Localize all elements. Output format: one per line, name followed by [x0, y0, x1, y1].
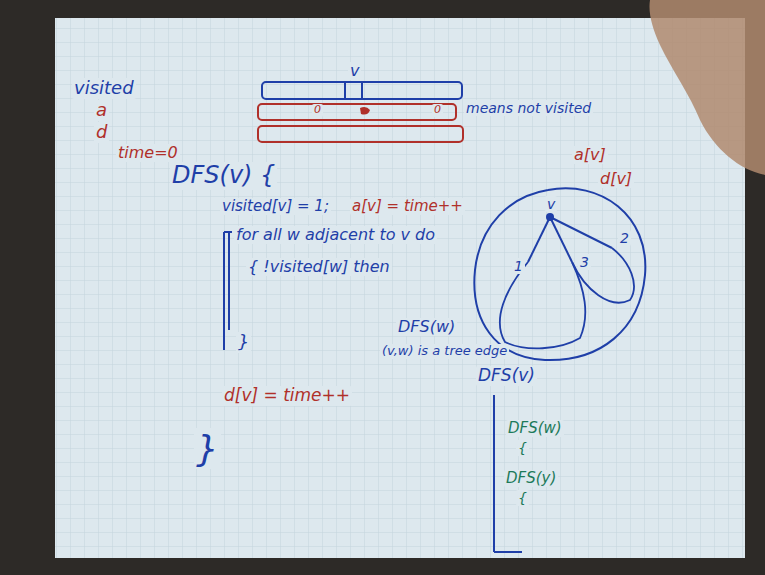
subtree-outline	[500, 262, 585, 348]
board-text: 3	[578, 254, 591, 270]
board-text: }	[194, 428, 221, 469]
board-text: 0	[312, 104, 323, 117]
board-text: a	[94, 100, 109, 121]
tree-edge	[528, 217, 550, 262]
tree-edge	[550, 217, 612, 248]
d-array	[258, 126, 463, 142]
graph-region	[474, 188, 645, 360]
board-text: visited[v] = 1;	[220, 198, 331, 215]
board-text: 1	[512, 258, 525, 274]
board-text: DFS(w)	[396, 318, 457, 336]
subtree-outline	[572, 248, 634, 303]
board-text: a[v]	[572, 146, 608, 164]
tree-edge	[550, 217, 572, 262]
loop-bracket	[228, 232, 230, 330]
board-text: 0	[432, 104, 443, 117]
board-text: DFS(w)	[506, 420, 564, 437]
board-text: {	[516, 490, 529, 506]
board-text: d[v]	[598, 170, 634, 188]
a-array	[258, 104, 456, 120]
array-cell	[344, 82, 346, 99]
board-text: {	[516, 440, 529, 456]
hand	[649, 0, 765, 175]
vertex-dot	[546, 213, 554, 221]
loop-bracket	[223, 232, 225, 350]
array-cell	[361, 82, 363, 99]
board-text: a[v] = time++	[350, 198, 465, 215]
note: means not visited	[464, 100, 593, 116]
grid-lines	[55, 18, 745, 558]
board-text: DFS(y)	[504, 470, 558, 487]
board-text: (v,w) is a tree edge	[380, 344, 509, 359]
board-text: for all w adjacent to v do	[234, 226, 437, 244]
board-text: { !visited[w] then	[246, 258, 392, 276]
whiteboard	[55, 18, 745, 558]
board-text: visited	[72, 78, 136, 99]
board-text: DFS(v) {	[170, 162, 277, 190]
board-text: d	[94, 122, 109, 143]
board-text: v	[348, 62, 361, 80]
board-text: d[v] = time++	[222, 386, 352, 406]
loop-bracket	[224, 231, 232, 233]
board-text: 2	[618, 230, 631, 246]
board-text: time=0	[116, 144, 180, 162]
scribble	[360, 107, 370, 115]
stack-line	[493, 395, 495, 552]
board-text: v	[545, 196, 557, 212]
board-text: }	[236, 332, 251, 353]
board-text: DFS(v)	[476, 366, 537, 386]
stack-line	[494, 551, 522, 553]
visited-array	[262, 82, 462, 99]
